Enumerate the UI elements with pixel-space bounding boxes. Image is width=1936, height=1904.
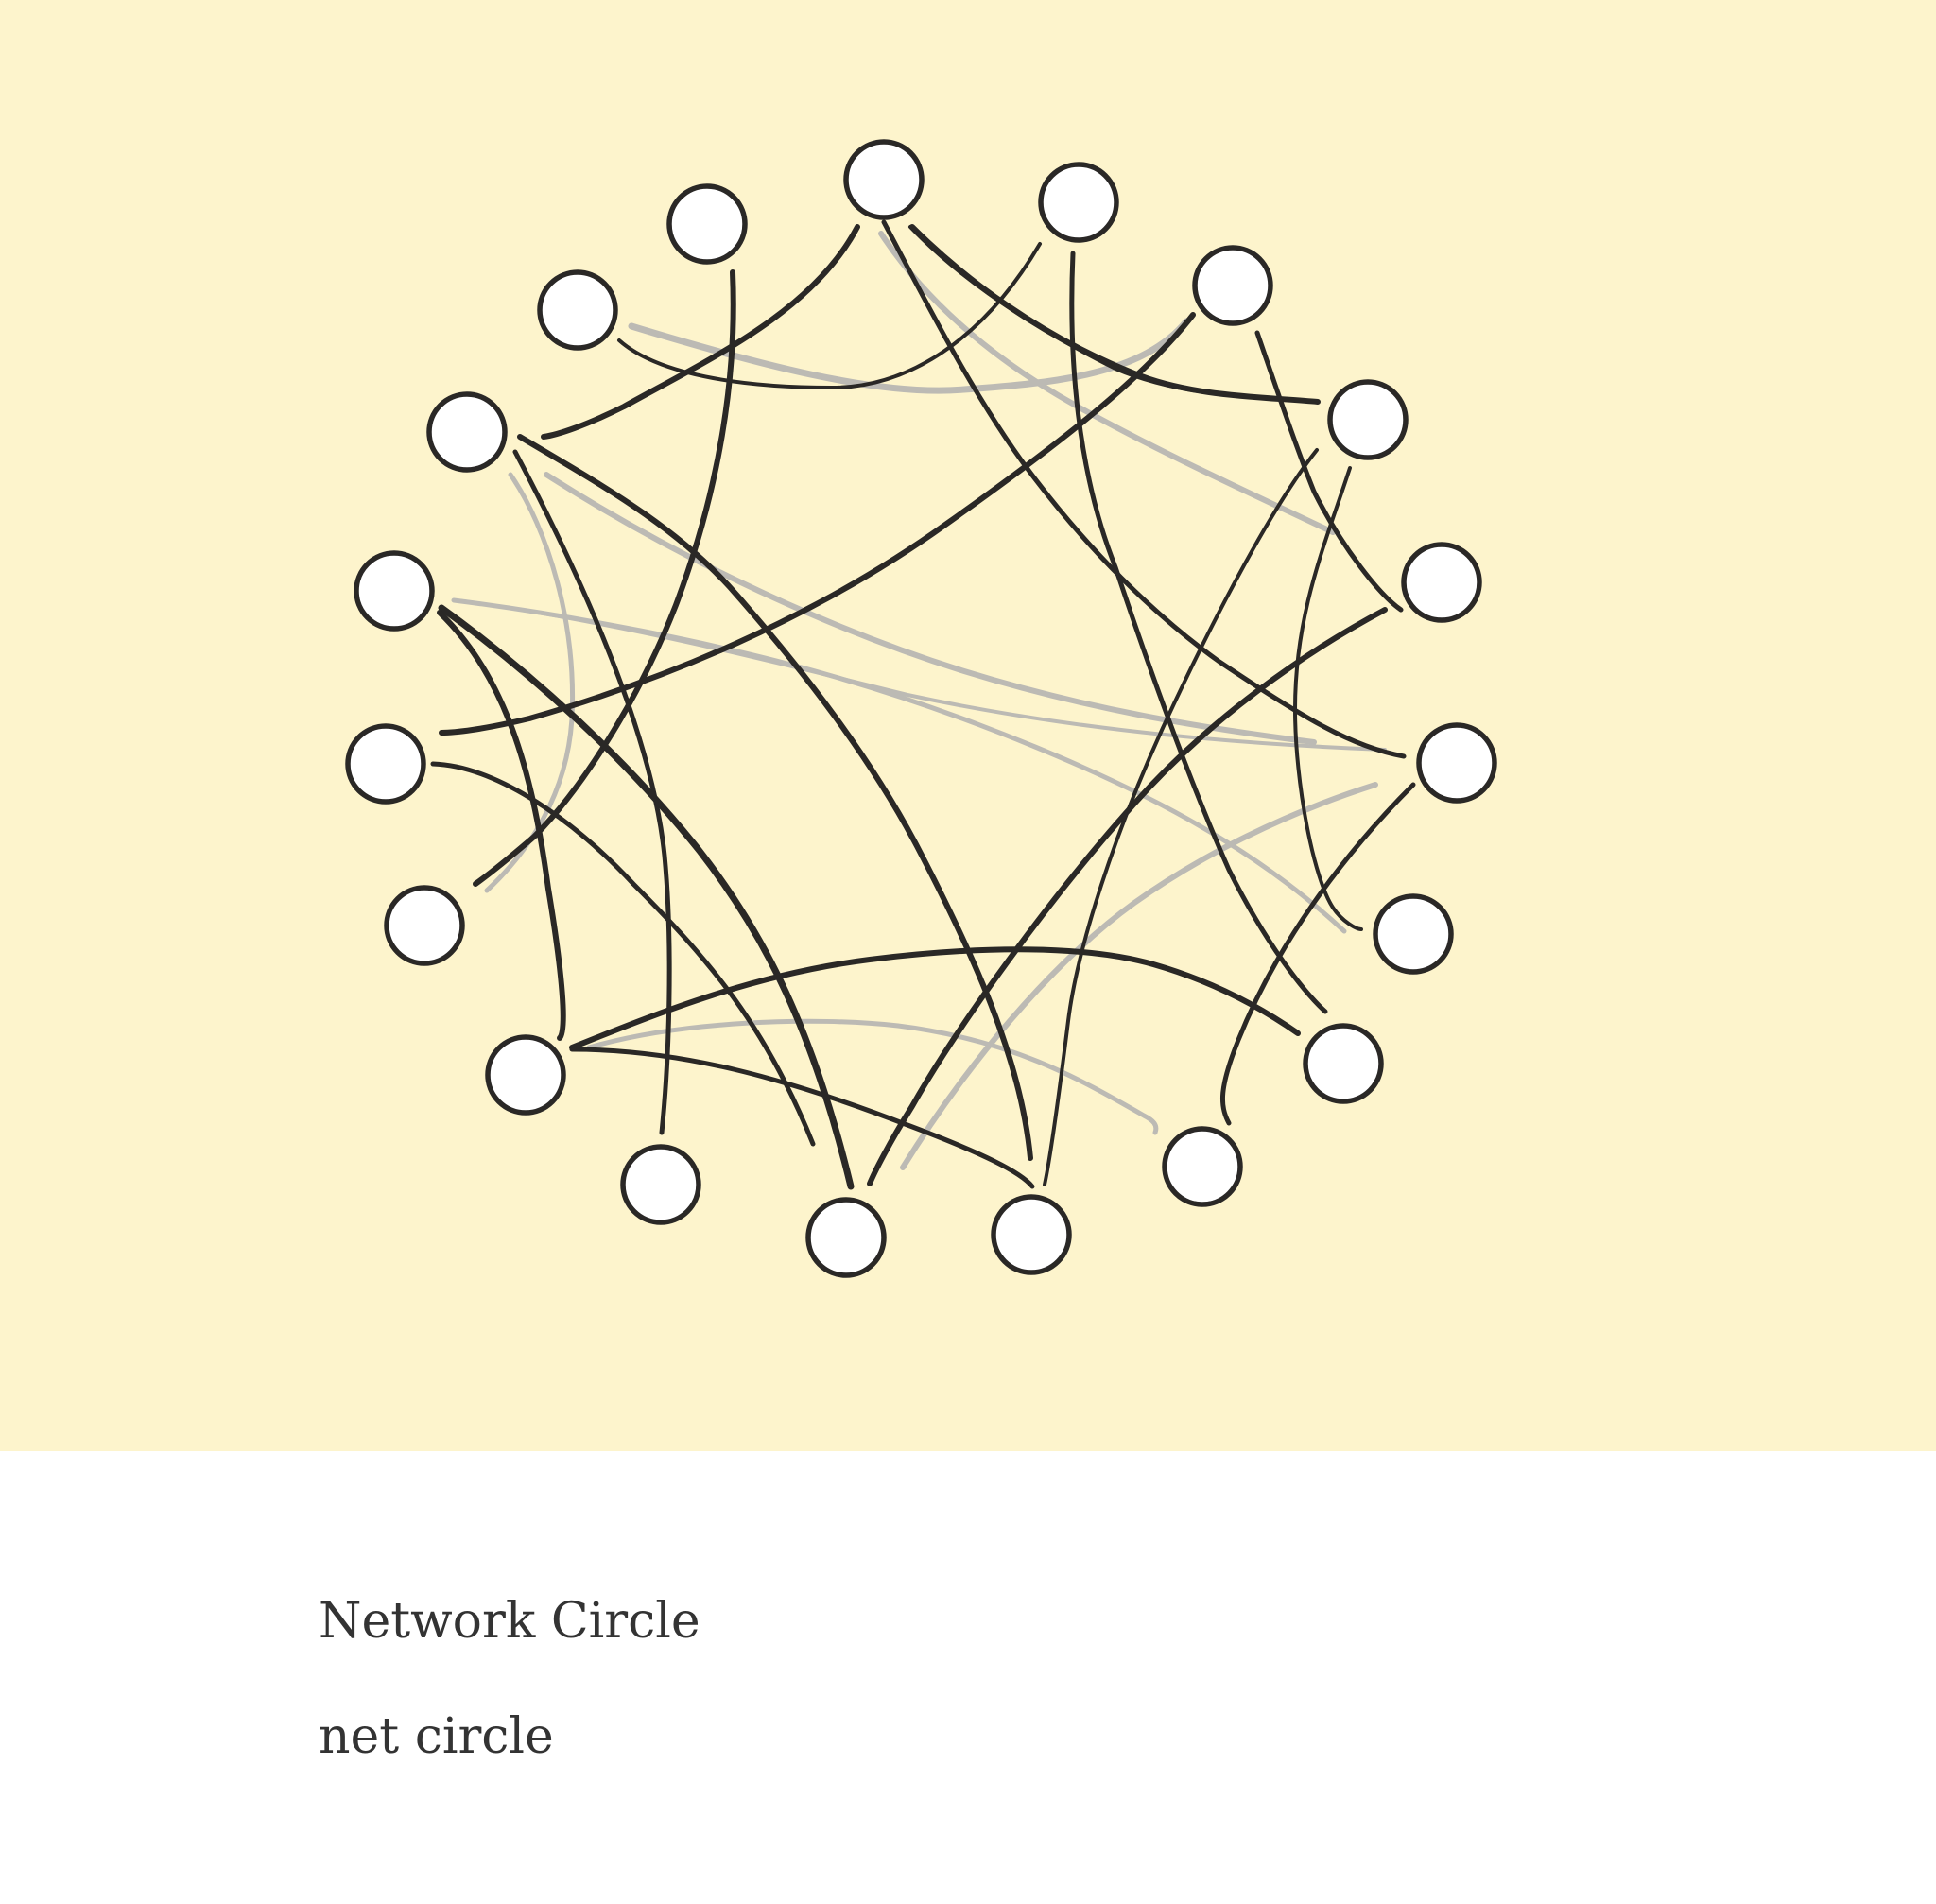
network-node[interactable] [1416,722,1497,804]
edge [544,472,1317,745]
network-node[interactable] [384,885,465,966]
diagram-canvas [0,0,1936,1451]
edge [569,946,1301,1050]
network-node[interactable] [805,1197,887,1278]
edge [881,219,1407,759]
edge [512,449,672,1135]
network-node[interactable] [537,269,618,351]
network-node[interactable] [1303,1023,1384,1104]
edge [454,598,1387,752]
edge [1069,251,1328,1014]
network-node[interactable] [843,139,925,220]
diagram-title: Network Circle [319,1593,700,1650]
edge [438,604,855,1190]
edge [430,761,816,1147]
network-circle-diagram [345,139,1497,1278]
dark-edges [430,219,1416,1190]
edge [437,610,566,1041]
network-node[interactable] [1327,379,1409,460]
edge [900,782,1378,1170]
network-node[interactable] [620,1144,701,1225]
network-node[interactable] [426,391,508,473]
diagram-subtitle: net circle [319,1708,554,1765]
edge [1292,466,1363,931]
network-node[interactable] [1038,162,1119,243]
edge [1254,330,1404,613]
edge [473,269,736,887]
network-node[interactable] [1373,893,1454,975]
network-node[interactable] [1192,245,1273,326]
edge [586,1018,1159,1135]
edge [1043,448,1319,1186]
edge [617,242,1042,390]
network-node[interactable] [1162,1126,1243,1207]
edge [909,224,1321,405]
network-node[interactable] [1401,542,1482,623]
network-node[interactable] [485,1034,566,1116]
network-node[interactable] [345,723,426,805]
nodes [345,139,1497,1278]
edge [867,607,1388,1186]
network-node[interactable] [666,183,748,265]
network-node[interactable] [991,1194,1072,1275]
edge [541,224,860,440]
edge [628,318,1190,394]
edge [569,1047,1035,1189]
edge [517,434,1033,1161]
network-node[interactable] [354,550,435,632]
edge [1219,782,1416,1126]
